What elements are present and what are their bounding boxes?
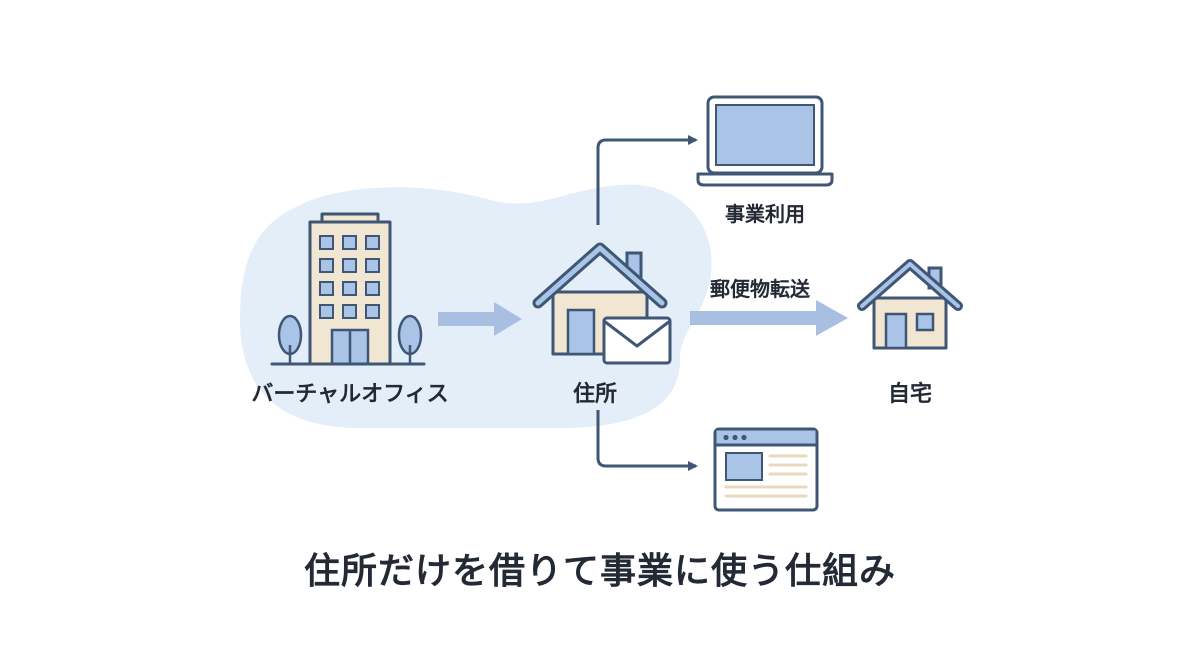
address-label: 住所 bbox=[572, 382, 617, 407]
laptop-icon bbox=[696, 95, 834, 187]
business-use-label: 事業利用 bbox=[725, 202, 805, 226]
arrow-office-to-address bbox=[438, 302, 522, 336]
home-label: 自宅 bbox=[887, 382, 932, 407]
arrow-address-to-home bbox=[690, 300, 848, 336]
arrow-to-website bbox=[596, 410, 698, 471]
diagram-caption: 住所だけを借りて事業に使う仕組み bbox=[303, 551, 896, 592]
office-building-icon bbox=[270, 212, 426, 366]
virtual-office-label: バーチャルオフィス bbox=[251, 382, 449, 407]
mail-forwarding-label: 郵便物転送 bbox=[710, 277, 810, 301]
browser-window-icon bbox=[713, 427, 819, 512]
arrow-to-business-use bbox=[596, 135, 698, 225]
home-icon bbox=[857, 259, 963, 350]
house-with-envelope-icon bbox=[532, 242, 672, 365]
